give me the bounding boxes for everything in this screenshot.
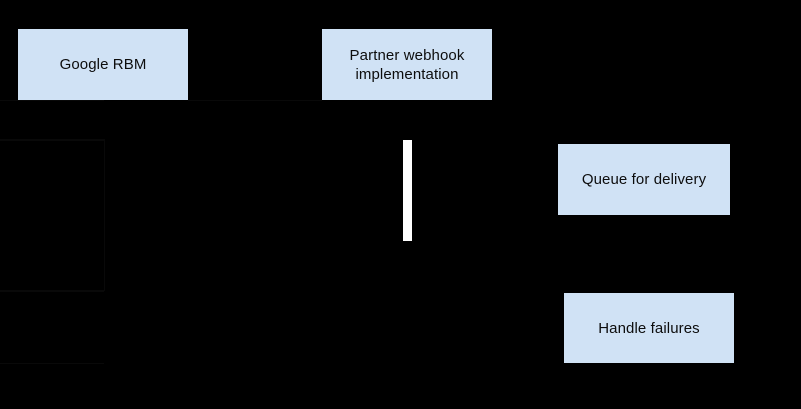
node-partner-webhook-implementation[interactable]: Partner webhook implementation [322,29,492,100]
connector-webhook-to-queue [403,140,412,241]
edge-faint-left-lower [0,290,104,292]
edge-faint-top-middle [188,100,322,101]
node-google-rbm[interactable]: Google RBM [18,29,188,100]
edge-faint-bottom-left [0,363,104,364]
node-queue-for-delivery[interactable]: Queue for delivery [558,144,730,215]
node-handle-failures[interactable]: Handle failures [564,293,734,363]
edge-faint-left-vertical [104,139,105,291]
edge-faint-left-upper [0,139,104,141]
edge-faint-top-left [0,100,104,101]
